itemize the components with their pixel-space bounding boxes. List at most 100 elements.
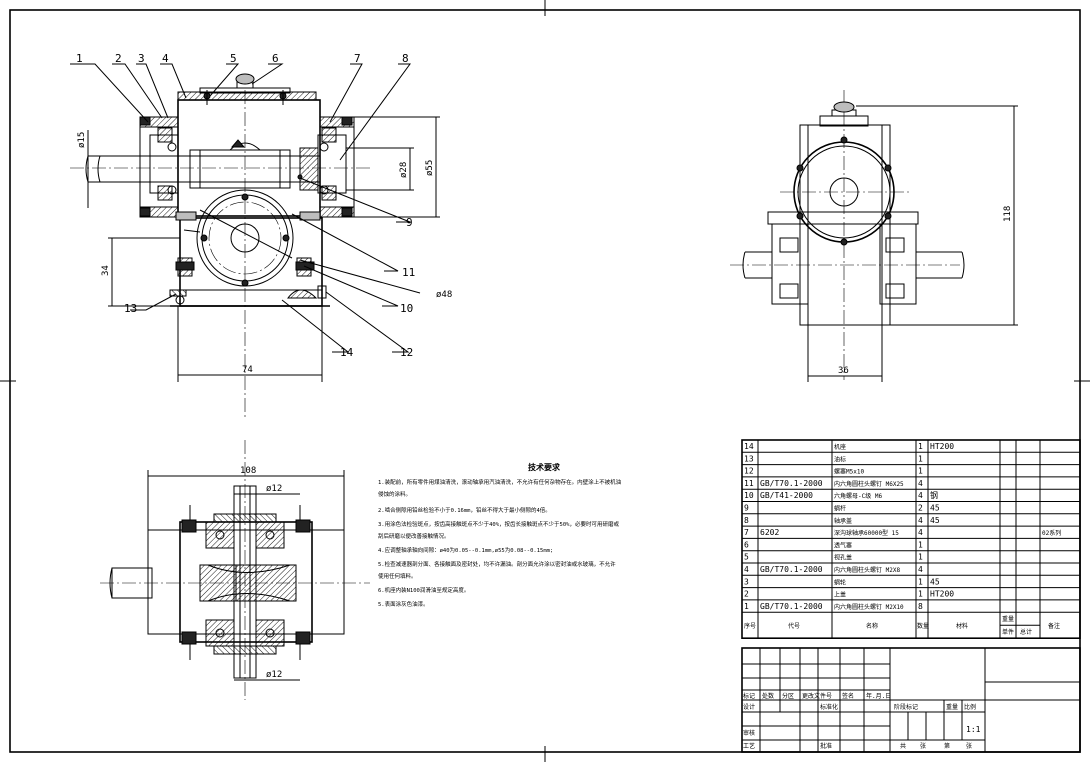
tb-label: 第 (944, 742, 950, 750)
bom-qty: 4 (918, 565, 923, 574)
bom-qty: 4 (918, 528, 923, 537)
dim-d48: ø48 (436, 290, 452, 300)
bom-name: 内六角圆柱头螺钉 M2X10 (834, 603, 904, 611)
bom-no: 2 (744, 590, 749, 599)
tb-label: 签名 (842, 692, 854, 700)
tb-label: 重量 (946, 703, 958, 711)
bom-code: 6202 (760, 528, 779, 537)
bom-name: 油标 (834, 455, 846, 463)
tb-scale: 1:1 (966, 725, 981, 734)
dim-h34: 34 (101, 265, 111, 276)
callout-3: 3 (138, 52, 145, 65)
bom-no: 5 (744, 553, 749, 562)
dim-d55: ø55 (425, 160, 435, 176)
callout-1: 1 (76, 52, 83, 65)
tech-req-line: 4.应调整轴承轴向间隙：ø40为0.05--0.1mm,ø55为0.08--0.… (378, 546, 553, 554)
callout-4: 4 (162, 52, 169, 65)
bom-code: GB/T70.1-2000 (760, 565, 823, 574)
callout-12: 12 (400, 346, 413, 359)
tb-label: 张 (920, 742, 926, 750)
bom-no: 13 (744, 454, 754, 463)
bom-note: 02系列 (1042, 529, 1061, 537)
tech-req-line: 6.机座内装N100润滑油至规定高度。 (378, 586, 469, 594)
bom-material: HT200 (930, 590, 954, 599)
tech-req-line: 5.表面涂灰色油漆。 (378, 600, 429, 608)
bom-no: 7 (744, 528, 749, 537)
dim-d15: ø15 (77, 132, 87, 148)
bom-qty: 1 (918, 590, 923, 599)
tech-req-line: 使用任何填料。 (378, 572, 417, 580)
bom-qty: 4 (918, 479, 923, 488)
bom-name: 上盖 (834, 591, 846, 599)
tb-label: 比例 (964, 703, 976, 711)
bom-code: GB/T70.1-2000 (760, 602, 823, 611)
callout-11: 11 (402, 266, 415, 279)
tech-req-line: 刮后研磨以便改善接触情况。 (378, 532, 450, 540)
technical-requirements: 技术要求 1.装配前，所有零件用煤油清洗，滚动轴承用汽油清洗，不允许有任何杂物存… (378, 462, 622, 608)
bom-code: GB/T41-2000 (760, 491, 813, 500)
bom-name: 透气塞 (834, 541, 852, 549)
bom-code: GB/T70.1-2000 (760, 479, 823, 488)
callout-6: 6 (272, 52, 279, 65)
bom-qty: 1 (918, 540, 923, 549)
bom-name: 机座 (834, 443, 846, 451)
bom-name: 蜗轮 (834, 578, 846, 586)
bom-no: 14 (744, 442, 754, 451)
bom-header-note: 备注 (1048, 622, 1060, 630)
bom-qty: 8 (918, 602, 923, 611)
tb-label: 分区 (782, 692, 794, 700)
bom-name: 六角螺母-C级 M6 (834, 492, 882, 500)
tb-label: 更改文件号 (802, 692, 832, 700)
bom-name: 内六角圆柱头螺钉 M2X8 (834, 566, 900, 574)
callout-10: 10 (400, 302, 413, 315)
callout-13: 13 (124, 302, 137, 315)
bom-qty: 4 (918, 491, 923, 500)
dim-d28: ø28 (399, 162, 409, 178)
tb-label: 阶段标记 (894, 703, 918, 711)
tb-label: 共 (900, 742, 906, 750)
bom-material: 钢 (930, 490, 938, 500)
dim-w108: 108 (240, 466, 256, 476)
tech-req-title: 技术要求 (528, 462, 561, 472)
title-block: 标记 处数 分区 更改文件号 签名 年.月.日 设计 标准化 阶段标记 重量 比… (741, 647, 1081, 753)
bom-name: 蜗杆 (834, 505, 846, 513)
bom-no: 11 (744, 479, 754, 488)
callout-14: 14 (340, 346, 354, 359)
tb-label: 工艺 (743, 742, 755, 750)
tb-label: 张 (966, 742, 972, 750)
bom-no: 12 (744, 467, 754, 476)
tech-req-line: 5.检查减速器剖分面、各接触面及密封处，均不许漏油。剖分面允许涂以密封油或水玻璃… (378, 560, 616, 568)
bom-name: 内六角圆柱头螺钉 M6X25 (834, 480, 904, 488)
dim-w74: 74 (242, 365, 253, 375)
tb-label: 年.月.日 (866, 692, 891, 700)
dim-h118: 118 (1003, 206, 1013, 222)
callout-2: 2 (115, 52, 122, 65)
bom-qty: 1 (918, 553, 923, 562)
bom-no: 1 (744, 602, 749, 611)
bom-no: 4 (744, 565, 749, 574)
bom-header-no: 序号 (744, 622, 756, 630)
bom-header-total: 总计 (1020, 628, 1032, 636)
callout-9: 9 (406, 216, 413, 229)
tech-req-line: 1.装配前，所有零件用煤油清洗，滚动轴承用汽油清洗，不允许有任何杂物存在。内壁涂… (378, 478, 622, 486)
dim-d12-top: ø12 (266, 484, 282, 494)
bom-header-name: 名称 (866, 622, 878, 630)
tb-label: 批准 (820, 742, 832, 750)
tech-req-line: 3.用涂色法检验斑点，按齿高接触斑点不少于40%，按齿长接触斑点不少于50%，必… (378, 520, 619, 528)
bom-header-material: 材料 (956, 622, 968, 630)
tb-label: 处数 (762, 692, 774, 700)
bom-qty: 1 (918, 442, 923, 451)
callout-8: 8 (402, 52, 409, 65)
tb-label: 审核 (743, 729, 755, 737)
bom-qty: 2 (918, 504, 923, 513)
bom-material: 45 (930, 504, 940, 513)
tech-req-line: 2.啮合侧隙用铅丝检验不小于0.16mm，铅丝不得大于最小侧隙的4倍。 (378, 506, 551, 514)
bom-no: 9 (744, 504, 749, 513)
dim-d12-bottom: ø12 (266, 670, 282, 680)
bom-qty: 1 (918, 454, 923, 463)
bom-header-weight: 重量 (1002, 615, 1014, 623)
callout-5: 5 (230, 52, 237, 65)
bom-no: 3 (744, 577, 749, 586)
